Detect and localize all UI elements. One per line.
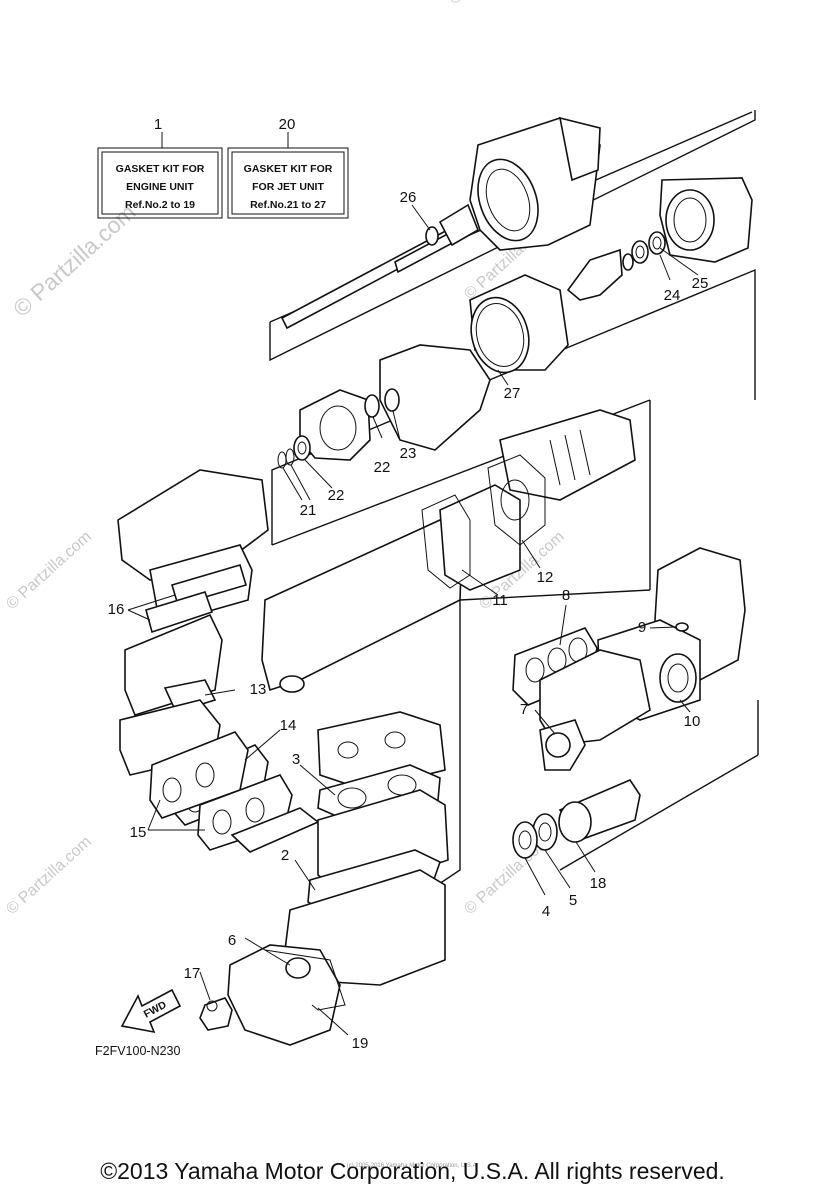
callout-10: 10 xyxy=(684,713,701,730)
coupling-tube xyxy=(499,409,636,501)
callout-23: 23 xyxy=(400,445,417,462)
diagram-code: F2FV100-N230 xyxy=(95,1044,181,1058)
kit-engine-line-2: ENGINE UNIT xyxy=(126,181,194,193)
callout-21: 21 xyxy=(300,502,317,519)
callout-3: 3 xyxy=(292,751,300,768)
callout-19: 18 xyxy=(590,875,607,892)
o-ring-27 xyxy=(470,296,530,374)
leader-lines xyxy=(127,204,699,1036)
seal-cone xyxy=(438,203,480,247)
kit-jet-line-1: GASKET KIT FOR xyxy=(244,163,333,175)
watermark: © Partzilla.com xyxy=(446,0,537,8)
callout-11: 11 xyxy=(492,592,508,609)
gasket-12 xyxy=(487,454,546,546)
seal-4 xyxy=(512,821,538,859)
bearing-23 xyxy=(384,388,400,412)
callout-13: 13 xyxy=(250,681,267,698)
muffler xyxy=(261,519,463,692)
engine-parts xyxy=(119,544,641,1046)
callout-22-upper: 22 xyxy=(374,459,391,476)
callout-14: 14 xyxy=(280,717,297,734)
callout-25: 25 xyxy=(692,275,709,292)
bearing-22-upper xyxy=(364,394,380,418)
kit-engine-line-1: GASKET KIT FOR xyxy=(116,163,205,175)
bearing-22-lower xyxy=(293,435,311,461)
bearing-24 xyxy=(631,240,649,264)
callout-2: 2 xyxy=(281,847,289,864)
callout-5: 5 xyxy=(569,892,577,909)
callout-18: 19 xyxy=(352,1035,369,1052)
exhaust-pipe xyxy=(439,484,521,591)
watermark-main: © Partzilla.com xyxy=(8,199,141,322)
callout-8: 8 xyxy=(562,587,570,604)
gasket-16-a xyxy=(171,564,247,606)
callout-1: 1 xyxy=(154,116,162,133)
seal-19 xyxy=(558,801,592,843)
callout-6: 6 xyxy=(228,932,236,949)
callout-20: 20 xyxy=(279,116,296,133)
gasket-13 xyxy=(163,679,217,713)
kit-jet-line-3: Ref.No.21 to 27 xyxy=(250,199,326,211)
jet-pump-parts xyxy=(277,116,753,501)
callout-17: 17 xyxy=(184,965,201,982)
exhaust-manifold xyxy=(539,649,651,746)
callout-7: 7 xyxy=(520,701,528,718)
kit-engine-line-3: Ref.No.2 to 19 xyxy=(125,199,195,211)
callout-27: 27 xyxy=(504,385,521,402)
oil-seal-6 xyxy=(285,957,311,979)
copyright-notice: ©2013 Yamaha Motor Corporation, U.S.A. A… xyxy=(100,1158,725,1184)
callout-12: 12 xyxy=(537,569,554,586)
magneto-cover xyxy=(227,944,341,1046)
callouts: 26 24 25 27 22 23 22 21 11 12 8 9 10 7 1… xyxy=(108,189,709,1052)
callout-4: 4 xyxy=(542,903,550,920)
callout-26: 26 xyxy=(400,189,417,206)
gasket-16-b xyxy=(145,591,214,634)
plug-9 xyxy=(675,622,689,632)
bearing-25 xyxy=(648,231,666,255)
callout-15: 15 xyxy=(130,824,147,841)
fwd-arrow: FWD xyxy=(120,988,182,1034)
watermark: © Partzilla.com xyxy=(3,833,94,918)
exhaust-parts xyxy=(117,454,746,771)
callout-16: 16 xyxy=(108,601,125,618)
kit-jet-line-2: FOR JET UNIT xyxy=(252,181,324,193)
callout-24: 24 xyxy=(664,287,681,304)
gasket-kit-engine: 1 GASKET KIT FOR ENGINE UNIT Ref.No.2 to… xyxy=(97,116,223,219)
part-17 xyxy=(199,997,233,1031)
pump-duct xyxy=(379,344,491,451)
copyright-small-print: (c) 2005-2016 Yamaha Motor Corporation, … xyxy=(346,1163,479,1169)
callout-22-lower: 22 xyxy=(328,487,345,504)
watermark: © Partzilla.com xyxy=(3,528,94,613)
gasket-kit-jet: 20 GASKET KIT FOR FOR JET UNIT Ref.No.21… xyxy=(227,116,349,219)
gasket-10 xyxy=(659,653,697,703)
gasket-18 xyxy=(264,949,346,1011)
impeller xyxy=(566,248,623,301)
callout-9: 9 xyxy=(638,619,646,636)
